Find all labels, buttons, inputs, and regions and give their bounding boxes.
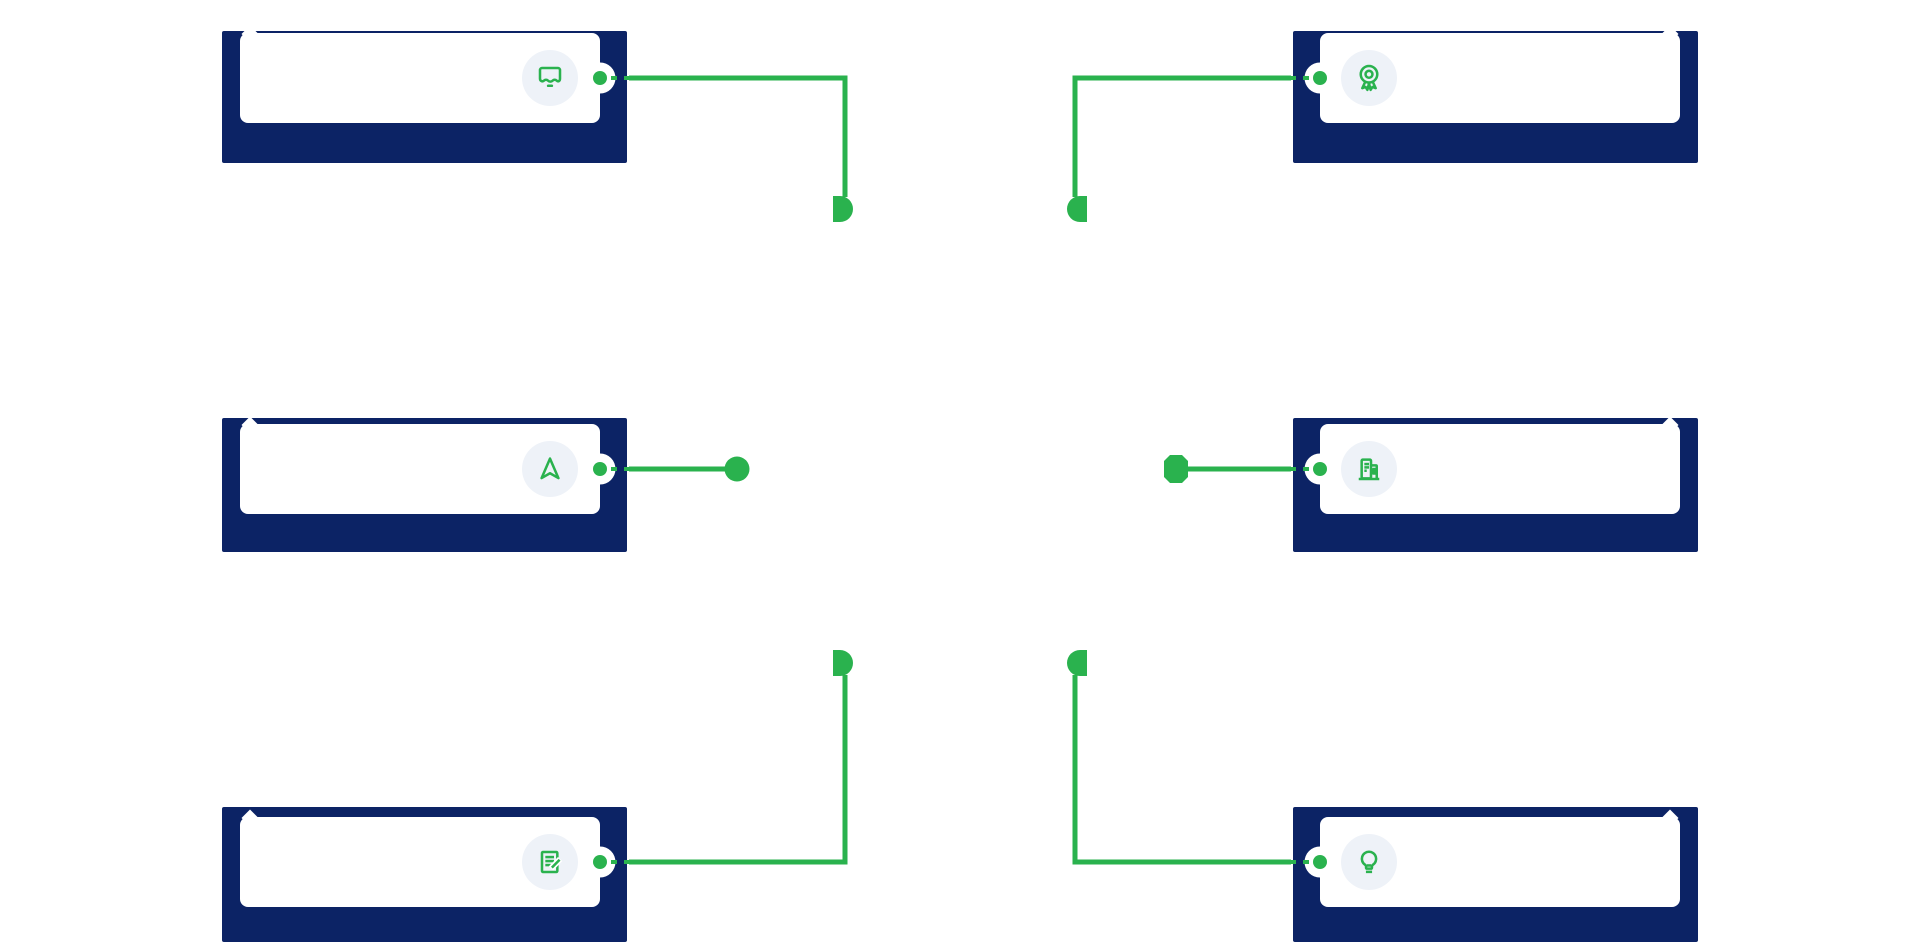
node-card	[1320, 809, 1680, 907]
icon-circle	[522, 834, 578, 890]
connector-line	[629, 75, 848, 197]
corner-fold	[1661, 25, 1679, 43]
node-card	[1320, 25, 1680, 123]
icon-circle	[522, 50, 578, 106]
cast-screen-icon	[538, 66, 562, 87]
icon-circle	[1341, 834, 1397, 890]
award-medal-icon	[1359, 64, 1379, 92]
endpoint-octagon[interactable]	[1164, 455, 1188, 483]
node-card	[240, 416, 600, 514]
node-card	[240, 809, 600, 907]
icon-circle	[1341, 441, 1397, 497]
endpoint-circle[interactable]	[724, 456, 750, 482]
endpoint-half-square[interactable]	[1067, 650, 1087, 676]
endpoint-half-square[interactable]	[833, 196, 853, 222]
endpoint-half-square[interactable]	[1067, 196, 1087, 222]
connector-line	[1072, 675, 1291, 865]
edit-note-icon	[540, 850, 563, 874]
corner-fold	[241, 25, 259, 43]
icon-circle	[522, 441, 578, 497]
connector-line	[1072, 75, 1291, 197]
connector-line	[629, 675, 848, 865]
icon-circle	[1341, 50, 1397, 106]
buildings-icon	[1358, 458, 1380, 481]
lightbulb-icon	[1360, 850, 1378, 874]
navigation-arrow-icon	[540, 457, 560, 480]
endpoint-half-square[interactable]	[833, 650, 853, 676]
node-card	[240, 25, 600, 123]
node-card	[1320, 416, 1680, 514]
